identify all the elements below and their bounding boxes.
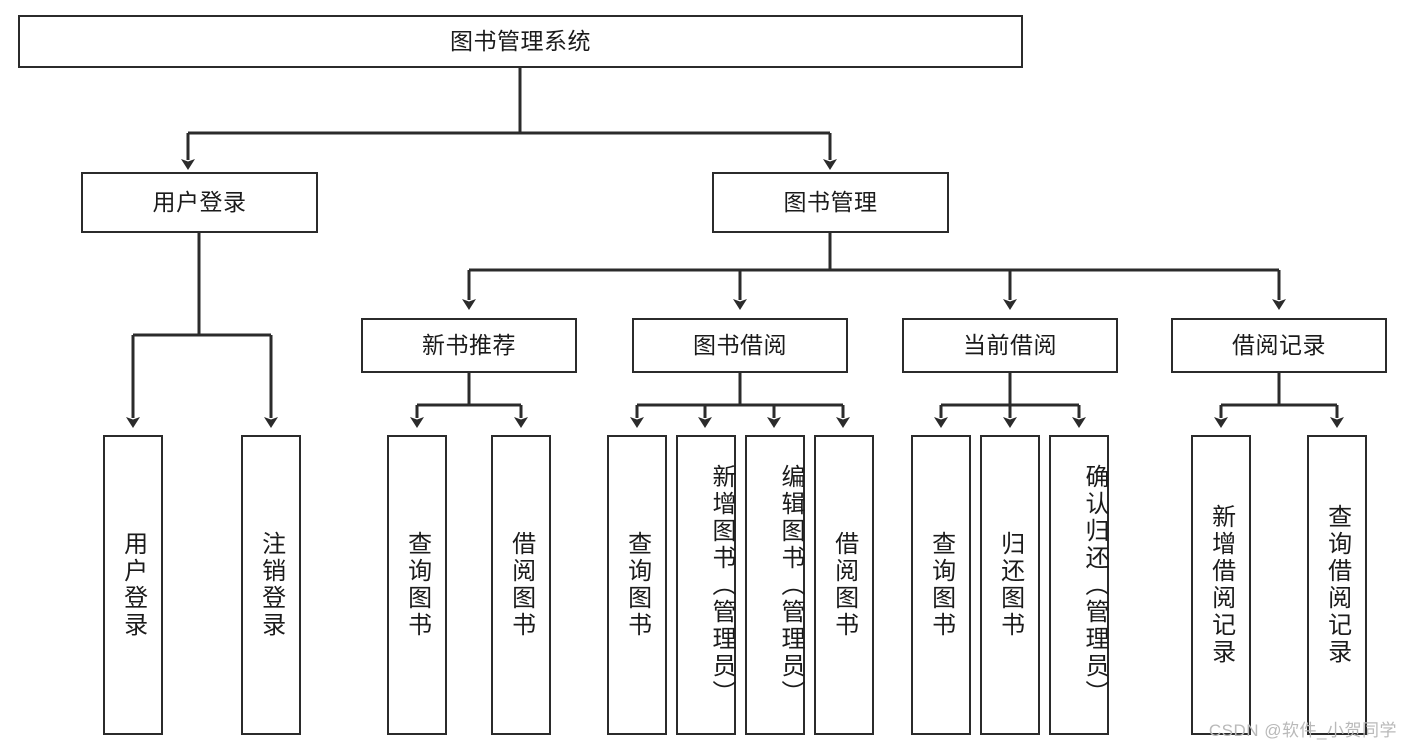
leaf-query-book-2[interactable]: 查询图书 bbox=[607, 435, 667, 735]
node-root[interactable]: 图书管理系统 bbox=[18, 15, 1023, 68]
node-book-manage-label: 图书管理 bbox=[783, 188, 878, 215]
leaf-add-record-label: 新增借阅记录 bbox=[1207, 504, 1235, 666]
leaf-user-logout-label: 注销登录 bbox=[257, 531, 285, 639]
leaf-add-book-label: 新增图书（管理员） bbox=[708, 463, 735, 707]
leaf-query-book-1-label: 查询图书 bbox=[403, 531, 431, 639]
node-book-borrow[interactable]: 图书借阅 bbox=[632, 318, 848, 373]
leaf-return-book-label: 归还图书 bbox=[996, 531, 1024, 639]
node-user-login[interactable]: 用户登录 bbox=[81, 172, 318, 233]
node-current-borrow-label: 当前借阅 bbox=[963, 331, 1057, 358]
node-borrow-record-label: 借阅记录 bbox=[1232, 331, 1326, 358]
leaf-borrow-book-2-label: 借阅图书 bbox=[830, 531, 858, 639]
leaf-edit-book-label: 编辑图书（管理员） bbox=[777, 463, 804, 707]
leaf-query-record-label: 查询借阅记录 bbox=[1323, 504, 1351, 666]
leaf-user-logout[interactable]: 注销登录 bbox=[241, 435, 301, 735]
leaf-confirm-return-label: 确认归还（管理员） bbox=[1081, 463, 1108, 707]
leaf-add-record[interactable]: 新增借阅记录 bbox=[1191, 435, 1251, 735]
leaf-user-login-label: 用户登录 bbox=[119, 531, 147, 639]
leaf-add-book[interactable]: 新增图书（管理员） bbox=[676, 435, 736, 735]
leaf-edit-book[interactable]: 编辑图书（管理员） bbox=[745, 435, 805, 735]
node-borrow-record[interactable]: 借阅记录 bbox=[1171, 318, 1387, 373]
leaf-query-book-3-label: 查询图书 bbox=[927, 531, 955, 639]
leaf-user-login[interactable]: 用户登录 bbox=[103, 435, 163, 735]
csdn-watermark: CSDN @软件_小贺同学 bbox=[1208, 721, 1397, 740]
node-new-book-recommend-label: 新书推荐 bbox=[422, 331, 516, 358]
leaf-borrow-book-2[interactable]: 借阅图书 bbox=[814, 435, 874, 735]
leaf-borrow-book-1[interactable]: 借阅图书 bbox=[491, 435, 551, 735]
leaf-query-book-3[interactable]: 查询图书 bbox=[911, 435, 971, 735]
node-book-borrow-label: 图书借阅 bbox=[693, 331, 787, 358]
leaf-query-record[interactable]: 查询借阅记录 bbox=[1307, 435, 1367, 735]
node-root-label: 图书管理系统 bbox=[450, 27, 591, 54]
node-book-manage[interactable]: 图书管理 bbox=[712, 172, 949, 233]
node-user-login-label: 用户登录 bbox=[152, 188, 247, 215]
leaf-borrow-book-1-label: 借阅图书 bbox=[507, 531, 535, 639]
leaf-query-book-2-label: 查询图书 bbox=[623, 531, 651, 639]
leaf-return-book[interactable]: 归还图书 bbox=[980, 435, 1040, 735]
node-current-borrow[interactable]: 当前借阅 bbox=[902, 318, 1118, 373]
leaf-confirm-return[interactable]: 确认归还（管理员） bbox=[1049, 435, 1109, 735]
leaf-query-book-1[interactable]: 查询图书 bbox=[387, 435, 447, 735]
node-new-book-recommend[interactable]: 新书推荐 bbox=[361, 318, 577, 373]
